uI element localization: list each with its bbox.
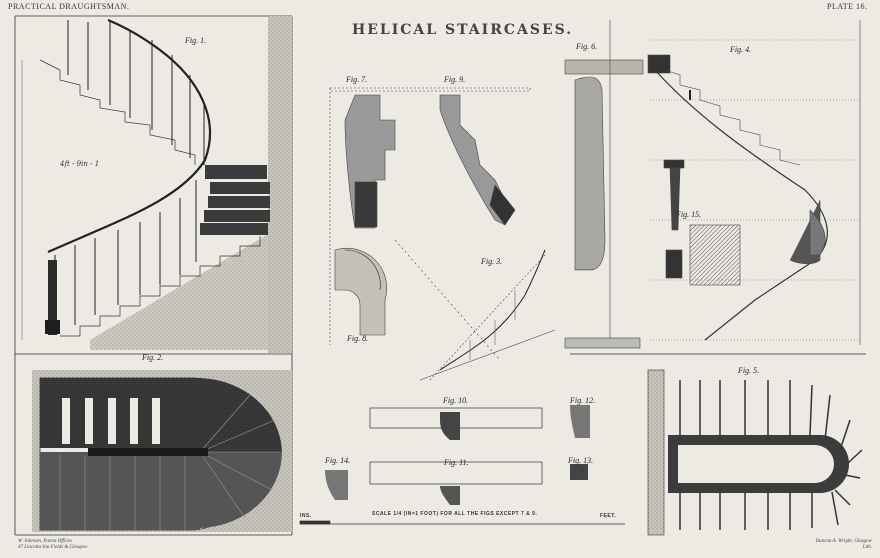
scale-right-unit: FEET. [600,513,617,519]
caption-fig10: Fig. 10. [443,396,469,405]
svg-text:4ft - 9in - 1: 4ft - 9in - 1 [59,160,99,168]
lithographer-line2: Lith. [862,545,872,550]
scale-caption: SCALE 1/4 (IN=1 FOOT) FOR ALL THE FIGS E… [372,511,538,517]
caption-fig3: Fig. 3. [481,257,503,266]
caption-fig12: Fig. 12. [570,396,596,405]
scale-bar [299,520,625,525]
plate-title: HELICAL STAIRCASES. [352,22,574,38]
publisher-credit: W. Johnson, Patent Offices 47 Lincolns I… [18,539,87,551]
fig2-plan [32,370,292,532]
caption-fig15: Fig. 15. [676,210,702,219]
publisher-line1: W. Johnson, Patent Offices [18,539,72,544]
header-left: PRACTICAL DRAUGHTSMAN. [8,2,130,11]
centre-figures [329,87,556,381]
caption-fig14: Fig. 14. [325,456,351,465]
caption-fig6: Fig. 6. [576,42,598,51]
caption-fig9: Fig. 9. [444,75,466,84]
caption-fig13: Fig. 13. [568,456,594,465]
fig1-elevation: 4ft - 9in - 1 [21,16,292,353]
caption-fig4: Fig. 4. [730,45,752,54]
lithographer-credit: Duncan A. Wright, Glasgow Lith. [806,539,872,551]
scale-left-unit: INS. [300,513,312,519]
fig5-plan [647,369,863,536]
caption-fig2: Fig. 2. [142,353,164,362]
lithographer-line1: Duncan A. Wright, Glasgow [815,539,872,544]
plate-number: PLATE 16. [827,2,868,11]
fig4-fig6-elevation [564,20,861,349]
caption-fig7: Fig. 7. [346,75,368,84]
caption-fig5: Fig. 5. [738,366,760,375]
caption-fig1: Fig. 1. [185,36,207,45]
moulding-figures [325,405,590,505]
caption-fig11: Fig. 11. [444,458,469,467]
publisher-line2: 47 Lincolns Inn Fields & Glasgow [18,545,88,550]
caption-fig8: Fig. 8. [347,334,369,343]
